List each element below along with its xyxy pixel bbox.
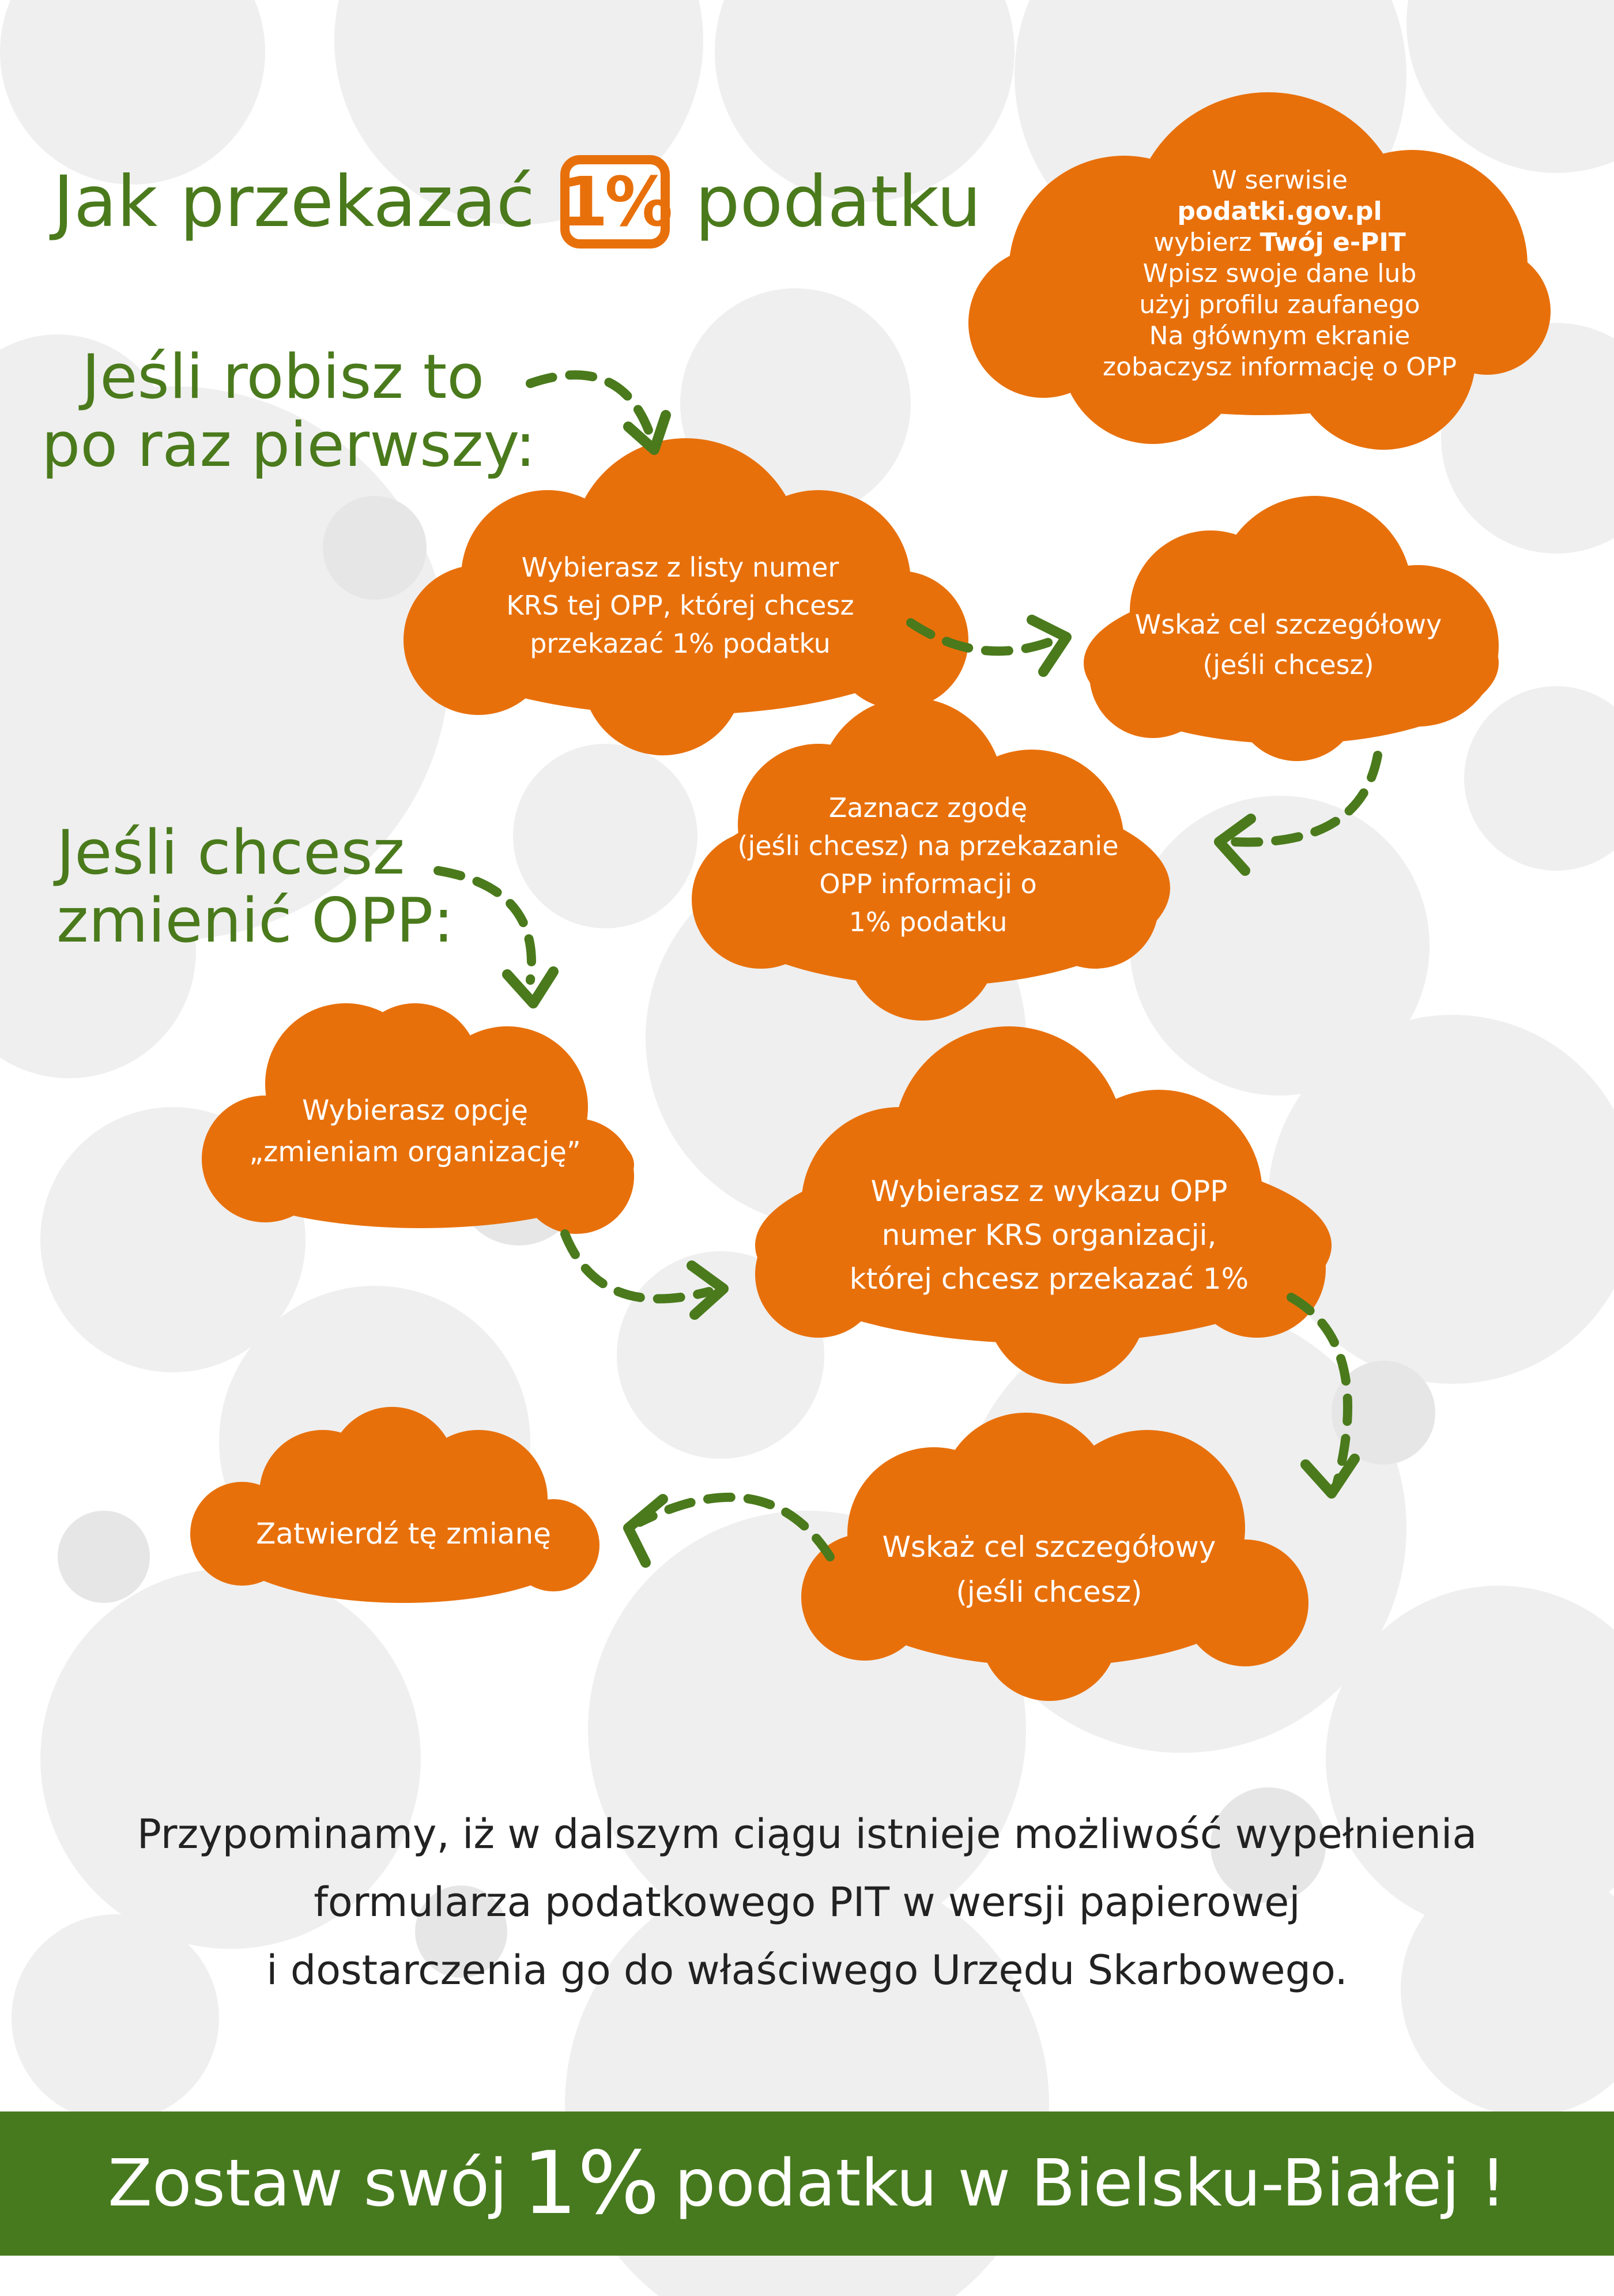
cloud-confirm-l1: Zatwierdź tę zmianę [256, 1517, 551, 1550]
title-prefix: Jak przekazać [53, 161, 536, 243]
cloud-consent-l3: OPP informacji o [819, 868, 1037, 899]
cloud-list-text: Wybierasz z wykazu OPP numer KRS organiz… [850, 1169, 1249, 1301]
cloud-top-l6: Na głównym ekranie [1149, 321, 1411, 351]
cloud-top-l2: podatki.gov.pl [1177, 197, 1382, 226]
arrow-goal1-consent-head [1214, 814, 1256, 876]
cloud-krs-l1: Wybierasz z listy numer [521, 552, 839, 583]
cloud-goal2-text: Wskaż cel szczegółowy (jeśli chcesz) [883, 1525, 1216, 1614]
cloud-option-shape [202, 1003, 634, 1234]
heading-change-opp: Jeśli chcesz zmienić OPP: [56, 819, 454, 955]
cloud-krs-text: Wybierasz z listy numer KRS tej OPP, któ… [506, 548, 854, 663]
cloud-consent-l2: (jeśli chcesz) na przekazanie [737, 830, 1119, 861]
arrow-option-list-path [560, 1229, 714, 1304]
cloud-krs-l2: KRS tej OPP, której chcesz [506, 590, 854, 621]
arrow-krs-goal1-path [906, 618, 1059, 656]
arrow-change-path [433, 866, 536, 985]
cloud-top-l5: użyj profilu zaufanego [1139, 290, 1420, 319]
arrow-change-head [502, 966, 559, 1008]
cloud-top-l4: Wpisz swoje dane lub [1142, 259, 1417, 288]
arrow-list-goal2-path [1287, 1293, 1352, 1486]
reminder-l3: i dostarczenia go do właściwego Urzędu S… [266, 1947, 1348, 1994]
cloud-goal1-l1: Wskaż cel szczegółowy [1134, 609, 1442, 640]
cloud-confirm-text: Zatwierdź tę zmianę [256, 1514, 551, 1554]
heading-first-line2: po raz pierwszy: [42, 409, 536, 480]
cloud-consent-text: Zaznacz zgodę (jeśli chcesz) na przekaza… [737, 789, 1118, 941]
cloud-goal1-shape [1084, 496, 1499, 761]
cloud-goal2-l1: Wskaż cel szczegółowy [882, 1530, 1216, 1564]
arrow-first-head [623, 410, 671, 455]
one-percent-badge: 1% [560, 155, 673, 249]
heading-first-line1: Jeśli robisz to [82, 341, 485, 412]
cloud-list-l2: numer KRS organizacji, [881, 1218, 1217, 1252]
cloud-top-l3: wybierz Twój e-PIT [1153, 228, 1406, 257]
heading-first-time: Jeśli robisz to po raz pierwszy: [42, 343, 537, 479]
cloud-option-l2: „zmieniam organizację” [249, 1136, 581, 1168]
one-percent-badge-frame [560, 155, 670, 249]
arrow-goal1-consent-path [1229, 751, 1382, 847]
footer-post: podatku w Bielsku-Białej ! [674, 2146, 1506, 2221]
reminder-l1: Przypominamy, iż w dalszym ciągu istniej… [137, 1811, 1477, 1858]
cloud-top-shape [968, 92, 1551, 450]
cloud-option-text: Wybierasz opcję „zmieniam organizację” [249, 1090, 581, 1173]
reminder-note: Przypominamy, iż w dalszym ciągu istniej… [0, 1800, 1614, 2004]
heading-change-line2: zmienić OPP: [56, 885, 454, 956]
cloud-consent-shape [692, 698, 1170, 1021]
arrow-list-goal2-head [1300, 1454, 1360, 1499]
arrow-first-path [526, 370, 656, 443]
footer-banner: Zostaw swój 1% podatku w Bielsku-Białej … [0, 2111, 1614, 2256]
cloud-list-l3: której chcesz przekazać 1% [849, 1262, 1249, 1296]
cloud-consent-l4: 1% podatku [849, 906, 1008, 938]
cloud-goal1-l2: (jeśli chcesz) [1202, 649, 1374, 680]
cloud-option-l1: Wybierasz opcję [301, 1094, 529, 1127]
footer-pre: Zostaw swój [108, 2146, 508, 2221]
cloud-confirm-shape [190, 1407, 599, 1603]
cloud-top-text: W serwisie podatki.gov.pl wybierz Twój e… [1103, 165, 1457, 383]
arrow-goal2-confirm-path [635, 1492, 835, 1561]
cloud-consent-l1: Zaznacz zgodę [828, 792, 1028, 823]
cloud-goal1-text: Wskaż cel szczegółowy (jeśli chcesz) [1135, 604, 1442, 685]
arrow-krs-goal1-head [1027, 615, 1072, 677]
cloud-goal2-l2: (jeśli chcesz) [956, 1575, 1142, 1609]
heading-change-line1: Jeśli chcesz [56, 817, 405, 888]
cloud-list-shape [755, 1026, 1332, 1384]
cloud-top-l7: zobaczysz informację o OPP [1103, 352, 1457, 382]
arrow-goal2-confirm-head [623, 1494, 668, 1568]
cloud-krs-shape [404, 438, 968, 755]
title-suffix: podatku [695, 161, 982, 243]
one-percent-badge-text: 1% [560, 162, 673, 242]
cloud-goal2-shape [801, 1413, 1308, 1701]
page-title: Jak przekazać 1% podatku [53, 144, 981, 259]
cloud-top-l1: W serwisie [1211, 165, 1348, 195]
cloud-krs-l3: przekazać 1% podatku [530, 628, 831, 659]
cloud-list-l1: Wybierasz z wykazu OPP [870, 1175, 1228, 1208]
reminder-l2: formularza podatkowego PIT w wersji papi… [314, 1879, 1300, 1926]
arrow-option-list-head [687, 1260, 729, 1320]
footer-percent: 1% [522, 2133, 660, 2234]
